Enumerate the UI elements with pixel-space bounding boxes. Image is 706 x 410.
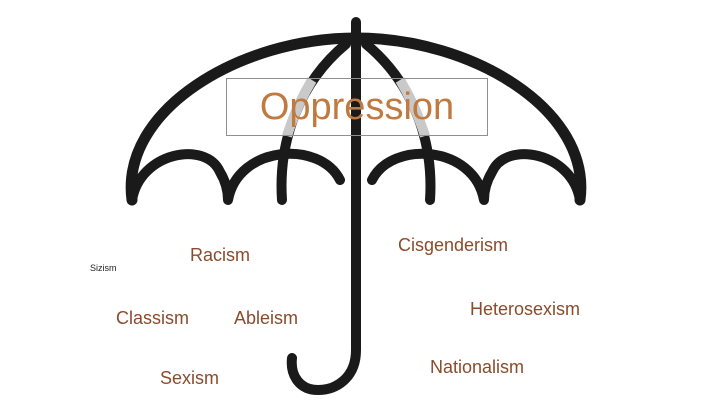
term-sexism: Sexism [160,368,220,388]
term-cisgenderism: Cisgenderism [398,235,509,255]
term-nationalism: Nationalism [430,357,525,377]
umbrella-canopy-scallops [127,148,585,205]
term-heterosexism: Heterosexism [470,299,581,319]
diagram-title: Oppression [259,86,455,128]
umbrella-shaft-handle [286,35,361,395]
term-racism: Racism [190,245,251,265]
umbrella-rib-left-overlay [282,77,317,138]
term-sizism: Sizism [90,263,117,273]
term-classism: Classism [116,308,190,328]
umbrella-rib-right-overlay [395,77,430,138]
title-box [226,78,488,136]
term-ableism: Ableism [234,308,299,328]
